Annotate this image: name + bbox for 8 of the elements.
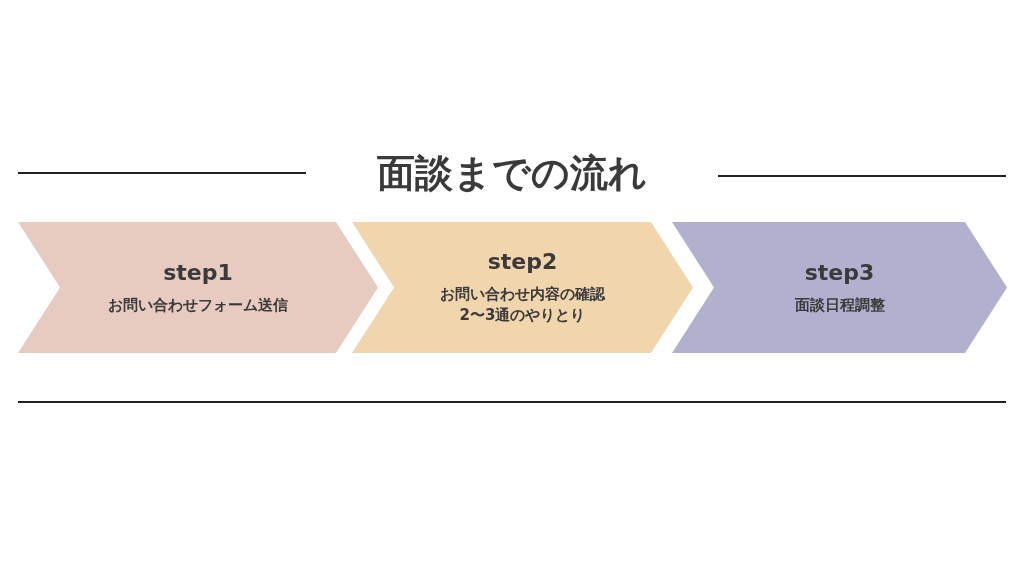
diagram-title: 面談までの流れ bbox=[376, 150, 648, 197]
step-description: 面談日程調整 bbox=[794, 294, 885, 316]
step-description: お問い合わせフォーム送信 bbox=[108, 294, 288, 316]
step-label: step1 bbox=[163, 259, 233, 285]
step-description: お問い合わせ内容の確認 bbox=[440, 284, 605, 305]
step-label: step3 bbox=[804, 259, 875, 285]
step-description: 2〜3通のやりとり bbox=[459, 305, 586, 326]
step-label: step2 bbox=[487, 249, 558, 274]
